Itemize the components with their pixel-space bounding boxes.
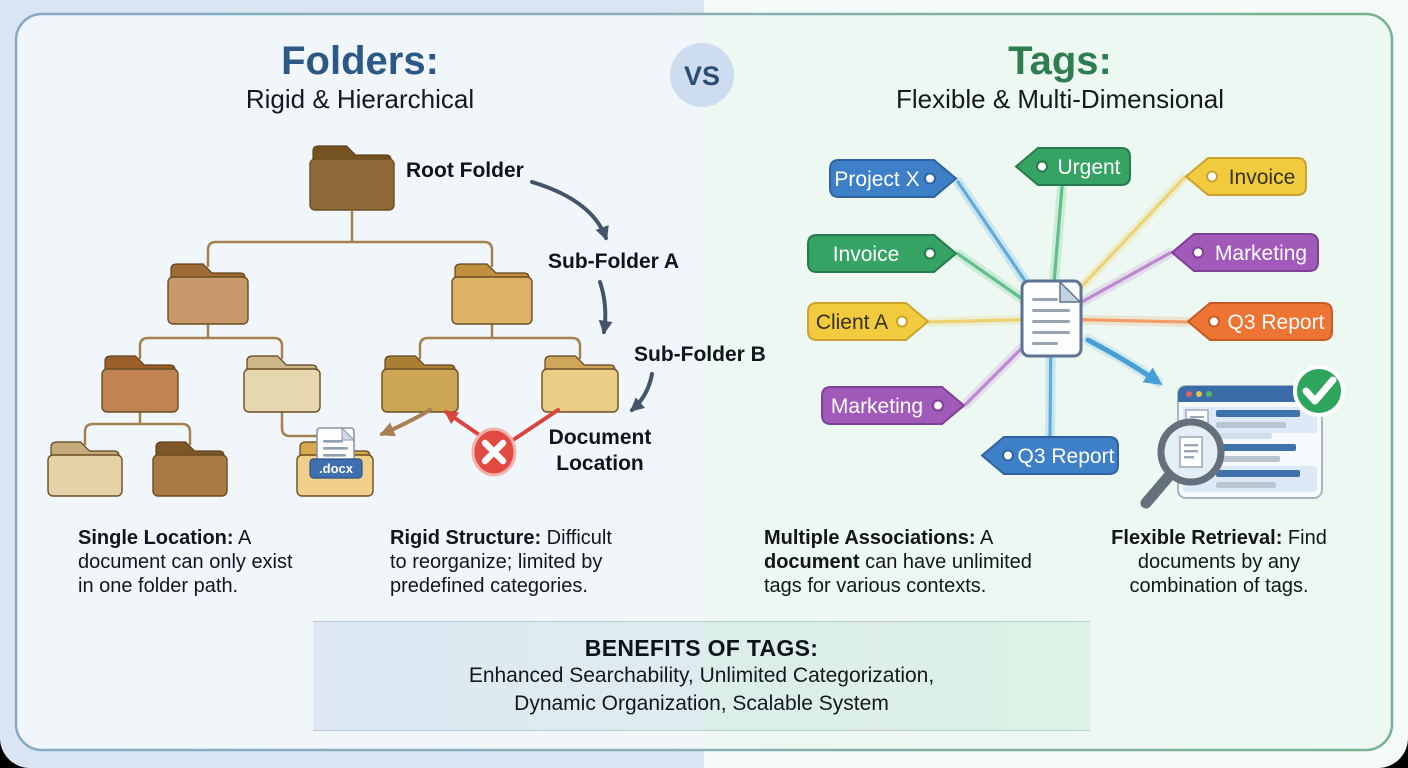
folder-icon (243, 355, 321, 413)
folders-title: Folders: (281, 39, 439, 83)
tag-label: Marketing (831, 395, 923, 418)
arrow-suba-to-subb (598, 280, 613, 335)
vs-label: VS (684, 61, 720, 91)
folder-icon (101, 355, 179, 413)
folder-icon (541, 355, 619, 413)
window-dot-red (1186, 391, 1192, 397)
document-location-label-line1: Document (549, 426, 652, 449)
arrow-subb-to-doclocation (629, 372, 654, 412)
tag-q3-report: Q3 Report (980, 436, 1119, 475)
tag-hole (924, 247, 936, 260)
tag-hole (1206, 170, 1218, 183)
card-border (14, 12, 1394, 752)
tag-hole (924, 172, 936, 185)
folder-icon (451, 263, 533, 325)
tag-label: Q3 Report (1018, 445, 1115, 468)
magnifier-icon (1140, 418, 1225, 509)
document-icon (1020, 279, 1083, 358)
tag-label: Marketing (1215, 242, 1307, 265)
folder-icon (47, 441, 123, 497)
window-titlebar (1178, 386, 1322, 402)
tag-hole (896, 315, 908, 328)
blocked-line (511, 408, 560, 442)
tag-project-x: Project X (829, 159, 958, 198)
document-location-label-line2: Location (556, 452, 644, 475)
blocked-arrow (443, 410, 480, 436)
window-dot-green (1206, 391, 1212, 397)
folders-subtitle: Rigid & Hierarchical (246, 84, 474, 114)
tag-label: Invoice (1229, 166, 1296, 189)
blocked-x-icon (471, 427, 517, 477)
tag-hole (1208, 315, 1220, 328)
tag-marketing: Marketing (821, 386, 966, 425)
tree-connectors (83, 210, 582, 456)
arrow-root-to-suba (530, 180, 609, 241)
tag-hole (1192, 246, 1204, 259)
retrieval-arrow (1085, 337, 1163, 386)
vs-badge: VS (670, 43, 734, 107)
tag-marketing: Marketing (1170, 233, 1319, 272)
tag-label: Invoice (833, 243, 900, 266)
root-folder-label: Root Folder (406, 159, 524, 182)
docx-file-icon: .docx (309, 426, 363, 479)
tags-subtitle: Flexible & Multi-Dimensional (896, 84, 1224, 114)
sub-folder-a-label: Sub-Folder A (548, 250, 679, 273)
tag-invoice: Invoice (1184, 157, 1307, 196)
folder-icon (381, 355, 459, 413)
folder-icon (309, 145, 395, 211)
tag-urgent: Urgent (1014, 147, 1131, 186)
move-document-arrow (379, 408, 432, 437)
window-dot-yellow (1196, 391, 1202, 397)
tag-hole (1002, 449, 1014, 462)
tag-label: Client A (816, 311, 888, 334)
tag-label: Project X (834, 168, 919, 191)
tag-q3-report: Q3 Report (1186, 302, 1333, 341)
tag-invoice: Invoice (807, 234, 958, 273)
tag-label: Q3 Report (1228, 311, 1325, 334)
folder-icon (152, 441, 228, 497)
tag-hole (1036, 160, 1048, 173)
benefits-line1: Enhanced Searchability, Unlimited Catego… (468, 664, 935, 687)
docx-badge-label: .docx (319, 461, 354, 476)
benefits-banner: BENEFITS OF TAGS: Enhanced Searchability… (313, 621, 1090, 731)
tag-hole (932, 399, 944, 412)
tag-label: Urgent (1057, 156, 1120, 179)
tags-title: Tags: (1008, 39, 1112, 83)
folder-icon (167, 263, 249, 325)
tag-client-a: Client A (807, 302, 930, 341)
folder-tree (47, 145, 619, 497)
benefits-line2: Dynamic Organization, Scalable System (514, 692, 889, 715)
checkmark-icon (1293, 365, 1345, 417)
sub-folder-b-label: Sub-Folder B (634, 343, 766, 366)
benefits-title: BENEFITS OF TAGS: (584, 635, 819, 661)
